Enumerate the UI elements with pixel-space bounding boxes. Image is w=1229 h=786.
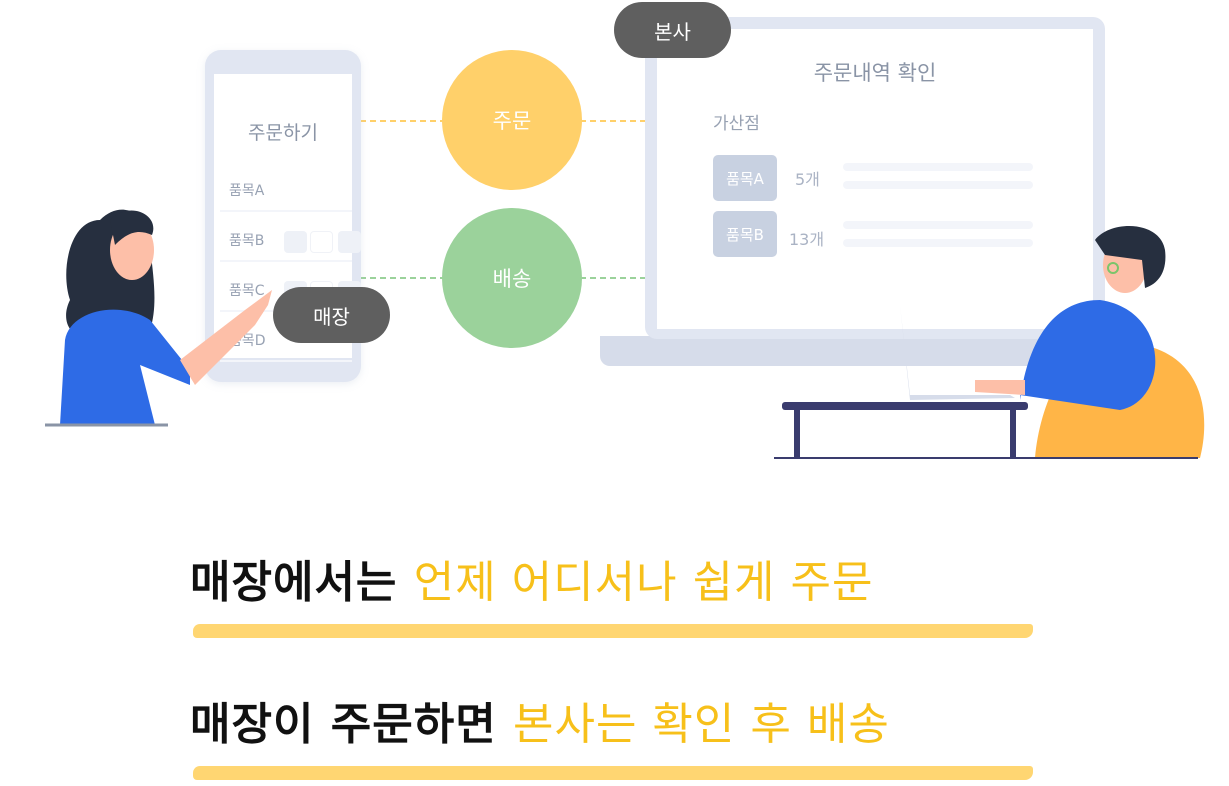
- qty-plus: [338, 231, 361, 253]
- monitor-title: 주문내역 확인: [813, 61, 937, 85]
- order-item-badge: 품목A: [713, 155, 777, 201]
- item-label: 품목B: [229, 233, 265, 249]
- placeholder-bar: [843, 239, 1033, 247]
- qty-minus: [284, 231, 307, 253]
- headline-2: 매장이 주문하면 본사는 확인 후 배송: [190, 688, 890, 752]
- list-item: 품목A: [220, 162, 352, 212]
- headline-2-prefix: 매장이 주문하면: [190, 699, 513, 750]
- store-woman-illustration: [45, 209, 272, 427]
- order-qty: 13개: [789, 230, 825, 249]
- headline-1-highlight: 언제 어디서나 쉽게 주문: [413, 557, 874, 608]
- qty-value: [310, 231, 333, 253]
- delivery-circle: 배송: [442, 208, 582, 348]
- placeholder-bar: [843, 181, 1033, 189]
- placeholder-bar: [843, 163, 1033, 171]
- monitor-base: [600, 336, 1110, 366]
- order-item-badge: 품목B: [713, 211, 777, 257]
- list-item: 품목B: [220, 212, 361, 262]
- branch-name: 가산점: [713, 114, 760, 134]
- hq-man-illustration: [774, 226, 1205, 459]
- headline-2-highlight: 본사는 확인 후 배송: [513, 699, 890, 750]
- placeholder-bar: [843, 221, 1033, 229]
- hq-label-pill: 본사: [614, 2, 731, 58]
- brush-underline: [193, 624, 1033, 638]
- order-qty: 5개: [795, 170, 820, 189]
- hq-monitor: 주문내역 확인 가산점 품목A 5개 품목B 13개: [645, 17, 1105, 339]
- item-label: 품목C: [229, 283, 265, 299]
- headline-1: 매장에서는 언제 어디서나 쉽게 주문: [190, 546, 873, 610]
- brush-underline: [193, 766, 1033, 780]
- phone-title: 주문하기: [248, 122, 318, 144]
- order-circle: 주문: [442, 50, 582, 190]
- item-label: 품목A: [229, 183, 265, 199]
- monitor-screen: 주문내역 확인 가산점 품목A 5개 품목B 13개: [657, 29, 1093, 329]
- headline-1-prefix: 매장에서는: [190, 557, 414, 608]
- store-label-pill: 매장: [273, 287, 390, 343]
